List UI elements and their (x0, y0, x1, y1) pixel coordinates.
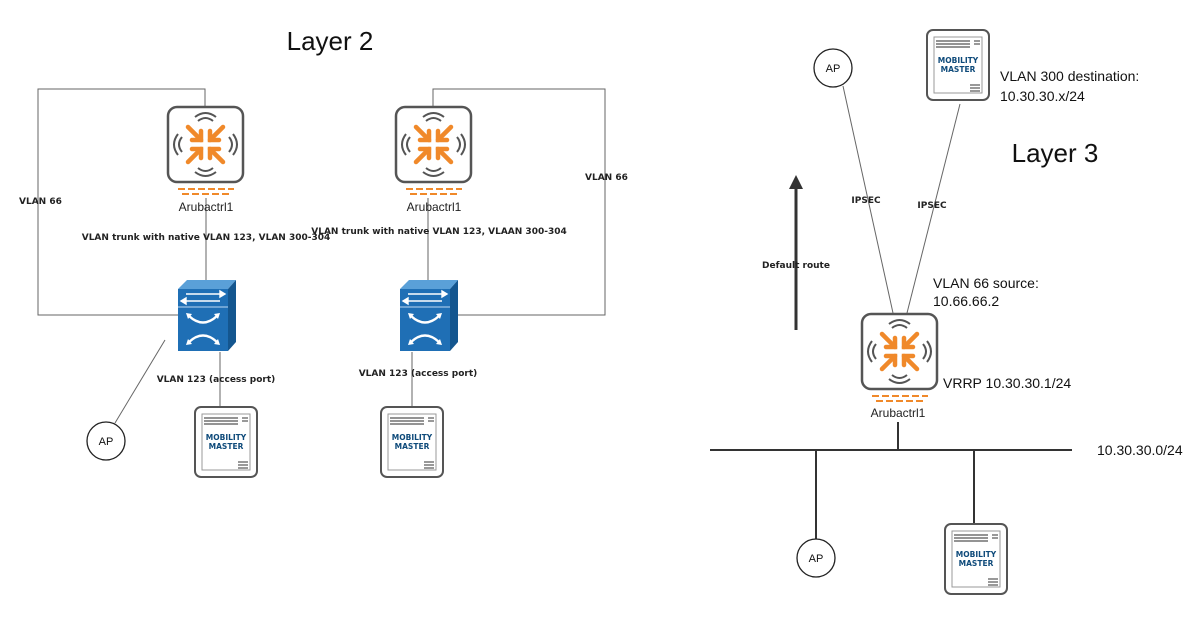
ipsec-right-label: IPSEC (917, 201, 947, 211)
access-point-bottom: AP (796, 538, 836, 578)
source-line2: 10.66.66.2 (933, 293, 999, 309)
ap-bottom-label: AP (809, 553, 824, 565)
layer3-network: Layer 3 AP MOBILITY MASTER VLAN 300 dest… (710, 29, 1183, 595)
vlan66-left-link (37, 88, 206, 316)
mm-right-line1: MOBILITY (392, 433, 433, 442)
default-route-label: Default route (762, 261, 830, 271)
dest-line1: VLAN 300 destination: (1000, 68, 1139, 84)
access-point-top: AP (813, 48, 853, 88)
mobility-master-left: MOBILITY MASTER (194, 406, 258, 478)
access-point-icon (796, 538, 836, 578)
controller-right-label: Arubactrl1 (407, 200, 462, 214)
access-right-label: VLAN 123 (access port) (359, 369, 478, 379)
ipsec-mm-link (906, 103, 961, 314)
vlan66-left-label: VLAN 66 (19, 197, 62, 207)
access-left-label: VLAN 123 (access port) (157, 375, 276, 385)
default-route-arrow (789, 175, 803, 330)
controller-left (168, 107, 243, 194)
arrow-head (789, 175, 803, 189)
mobility-master-right: MOBILITY MASTER (380, 406, 444, 478)
controller-layer3-label: Arubactrl1 (871, 406, 926, 420)
network-switch-icon (398, 278, 460, 353)
vlan66-right-label: VLAN 66 (585, 173, 628, 183)
mm-left-line1: MOBILITY (206, 433, 247, 442)
vlan66-right-link (432, 88, 606, 316)
layer2-title: Layer 2 (287, 26, 374, 56)
switch-left (176, 278, 238, 353)
mm-bottom-line2: MASTER (959, 559, 994, 568)
controller-right (396, 107, 471, 194)
network-switch-icon (176, 278, 238, 353)
access-point-left: AP (86, 421, 126, 461)
subnet-label: 10.30.30.0/24 (1097, 442, 1183, 458)
mobility-master-bottom: MOBILITY MASTER (944, 523, 1008, 595)
mm-bottom-line1: MOBILITY (956, 550, 997, 559)
source-line1: VLAN 66 source: (933, 275, 1039, 291)
mm-left-line2: MASTER (209, 442, 244, 451)
dest-line2: 10.30.30.x/24 (1000, 88, 1085, 104)
mm-right-line2: MASTER (395, 442, 430, 451)
controller-layer3 (862, 314, 937, 401)
layer3-title: Layer 3 (1012, 138, 1099, 168)
aruba-controller-icon (862, 314, 937, 401)
access-point-icon (813, 48, 853, 88)
ipsec-left-label: IPSEC (851, 196, 881, 206)
ipsec-ap-link (842, 85, 894, 314)
ap-top-label: AP (826, 63, 841, 75)
mm-top-line2: MASTER (941, 65, 976, 74)
mm-top-line1: MOBILITY (938, 56, 979, 65)
aruba-controller-icon (168, 107, 243, 194)
trunk-left-label: VLAN trunk with native VLAN 123, VLAN 30… (82, 233, 331, 243)
ap-left-label: AP (99, 436, 114, 448)
vrrp-label: VRRP 10.30.30.1/24 (943, 375, 1071, 391)
layer2-right-network: VLAN 66 Arubactrl1 VLAN trunk with nativ… (311, 88, 628, 478)
trunk-right-label: VLAN trunk with native VLAN 123, VLAAN 3… (311, 227, 567, 237)
ap-left-link (114, 339, 166, 424)
controller-left-label: Arubactrl1 (179, 200, 234, 214)
aruba-controller-icon (396, 107, 471, 194)
mobility-master-top: MOBILITY MASTER (926, 29, 990, 101)
switch-right (398, 278, 460, 353)
access-point-icon (86, 421, 126, 461)
layer2-left-network: VLAN 66 Arubactrl1 VLAN trunk with nativ… (19, 88, 331, 478)
